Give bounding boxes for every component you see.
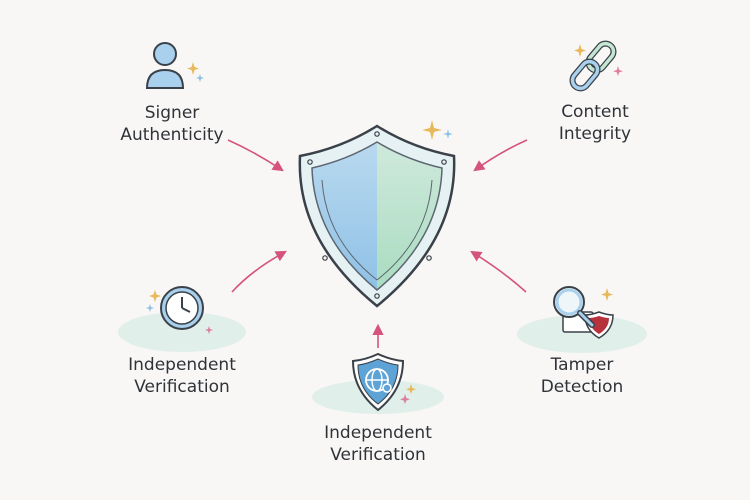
shield-icon: [298, 124, 456, 308]
node-independent-verification-clock: Independent Verification: [117, 282, 247, 398]
node-label-line1: Independent: [128, 355, 236, 375]
node-label-line2: Authenticity: [120, 125, 224, 145]
globe-shield-icon: [351, 352, 416, 412]
node-content-integrity: Content Integrity: [535, 38, 655, 145]
magnifier-shield-icon: [553, 286, 614, 339]
node-tamper-detection: Tamper Detection: [517, 282, 647, 398]
node-label-line1: Independent: [324, 423, 432, 443]
node-label-line1: Content: [561, 102, 629, 122]
node-signer-authenticity: Signer Authenticity: [112, 40, 232, 146]
user-icon: [145, 42, 204, 89]
chain-link-icon: [569, 40, 623, 92]
node-label-line2: Verification: [134, 377, 230, 397]
node-label-line1: Signer: [144, 103, 200, 123]
sparkle-icon: [422, 120, 453, 140]
node-label-line2: Verification: [330, 445, 426, 465]
node-label-line1: Tamper: [550, 355, 614, 375]
node-independent-verification-globe: Independent Verification: [313, 352, 443, 466]
clock-icon: [146, 286, 213, 334]
node-label-line2: Integrity: [558, 124, 632, 144]
node-label-line2: Detection: [540, 377, 624, 397]
